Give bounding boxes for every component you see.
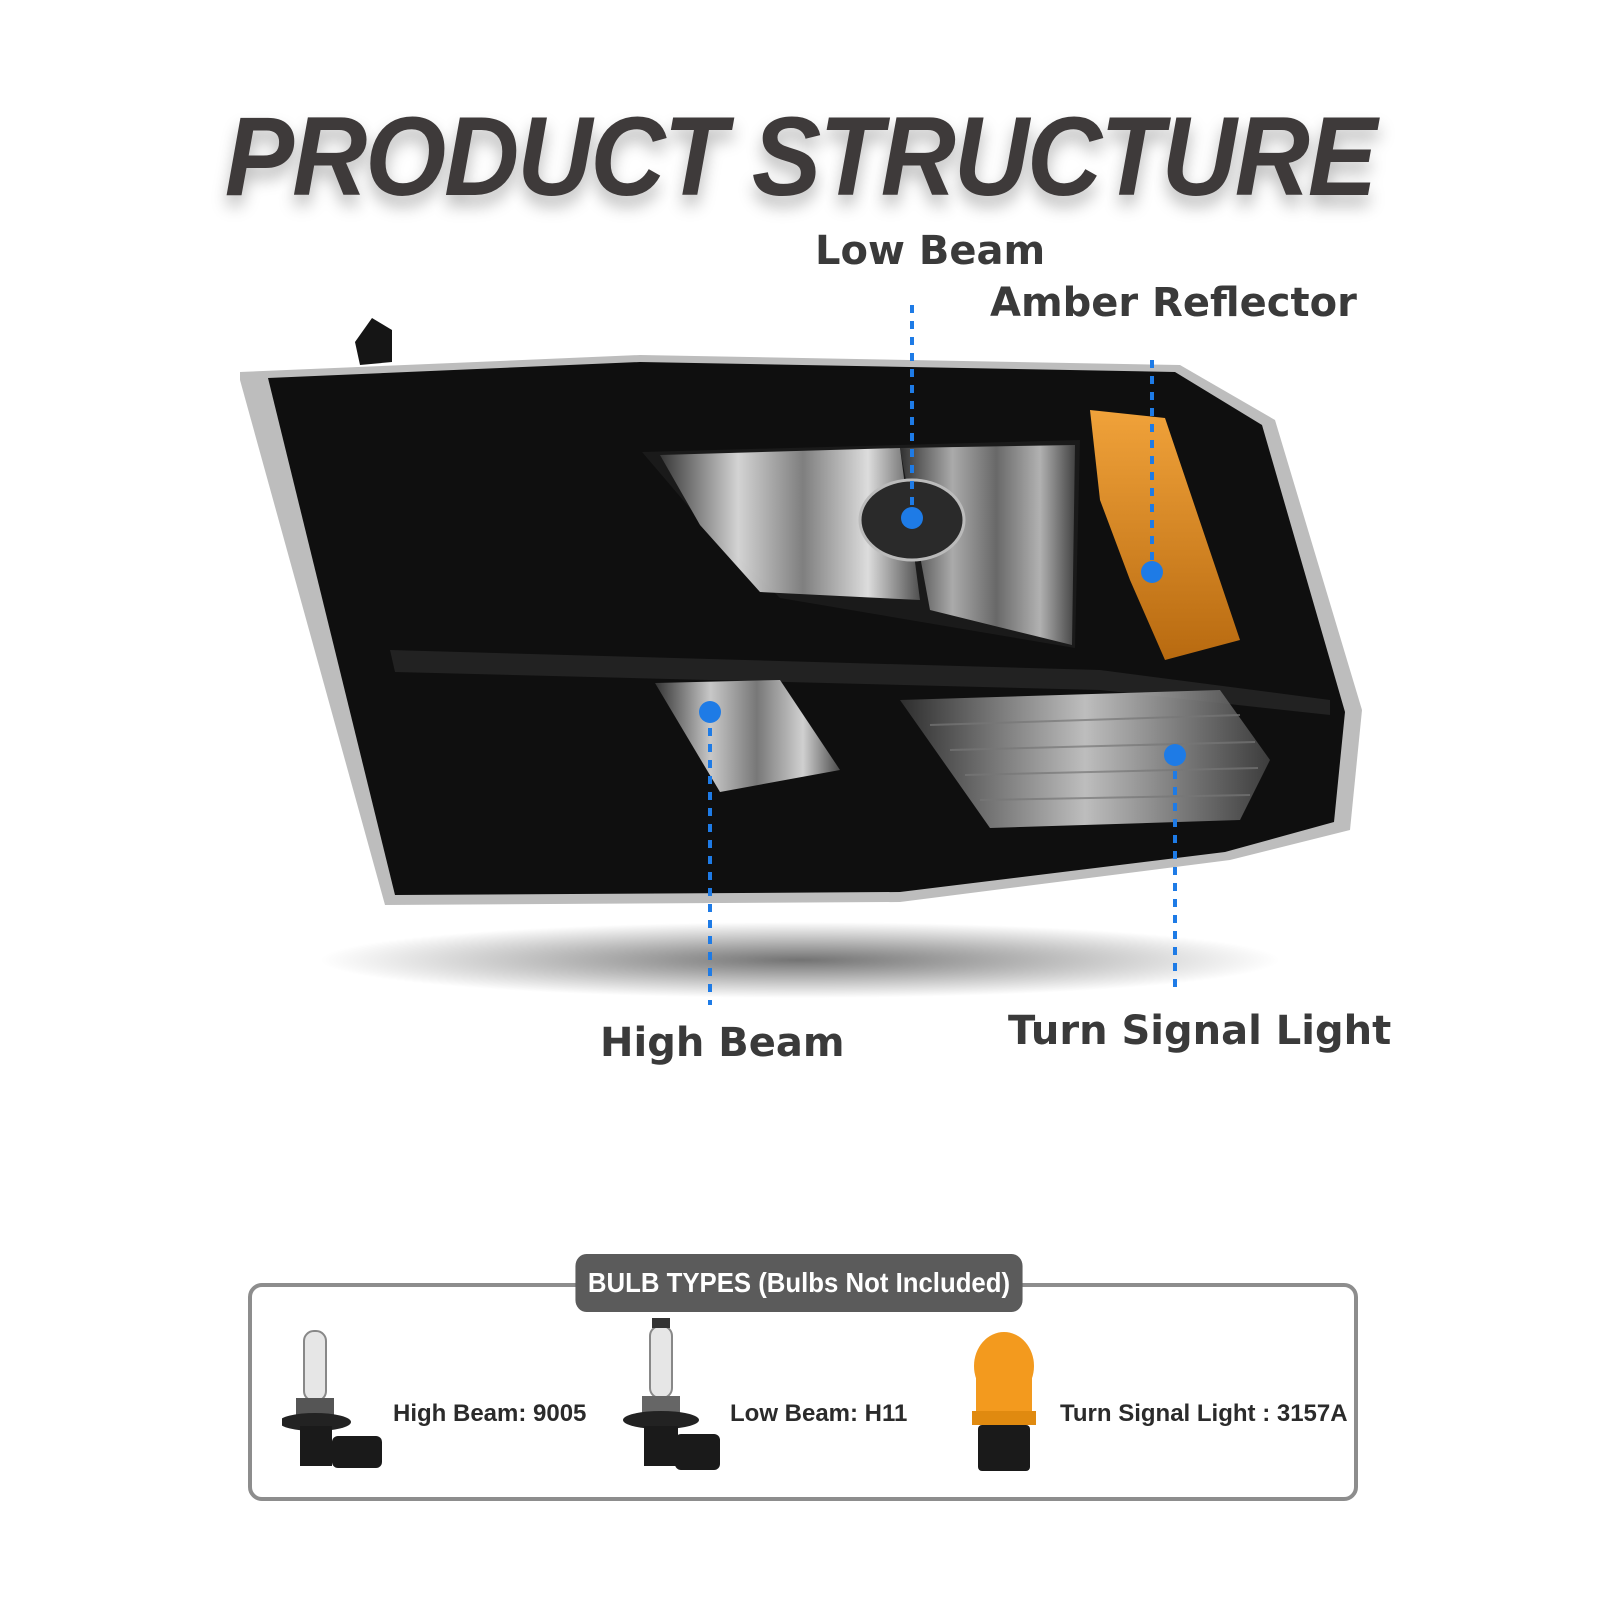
low-beam-dot: [901, 507, 923, 529]
high-beam-label: High Beam: [600, 1020, 845, 1066]
bulb-label-high-beam: High Beam: 9005: [393, 1400, 587, 1427]
bulb-label-turn-signal: Turn Signal Light : 3157A: [1060, 1400, 1348, 1427]
halogen-9005-bulb-icon: [282, 1330, 382, 1468]
turn-signal-lens: [900, 690, 1270, 828]
low-beam-label: Low Beam: [815, 228, 1046, 274]
amber-reflector-label: Amber Reflector: [990, 280, 1357, 326]
low-beam-reflector: [660, 448, 920, 600]
lamp-shadow: [320, 922, 1280, 998]
halogen-h11-bulb-icon: [623, 1318, 720, 1470]
amber-3157a-bulb-icon: [972, 1332, 1036, 1471]
bulb-label-low-beam: Low Beam: H11: [730, 1400, 908, 1427]
bulb-types-header: BULB TYPES (Bulbs Not Included): [575, 1254, 1023, 1312]
amber-reflector-dot: [1141, 561, 1163, 583]
bulb-types-panel: [248, 1283, 1358, 1501]
mounting-tab: [355, 318, 392, 365]
turn-signal-label: Turn Signal Light: [1008, 1008, 1392, 1054]
amber-reflector-lens: [1090, 410, 1240, 660]
headlight-illustration: [240, 305, 1362, 1005]
page-title: PRODUCT STRUCTURE: [224, 94, 1377, 220]
high-beam-dot: [699, 701, 721, 723]
turn-signal-dot: [1164, 744, 1186, 766]
